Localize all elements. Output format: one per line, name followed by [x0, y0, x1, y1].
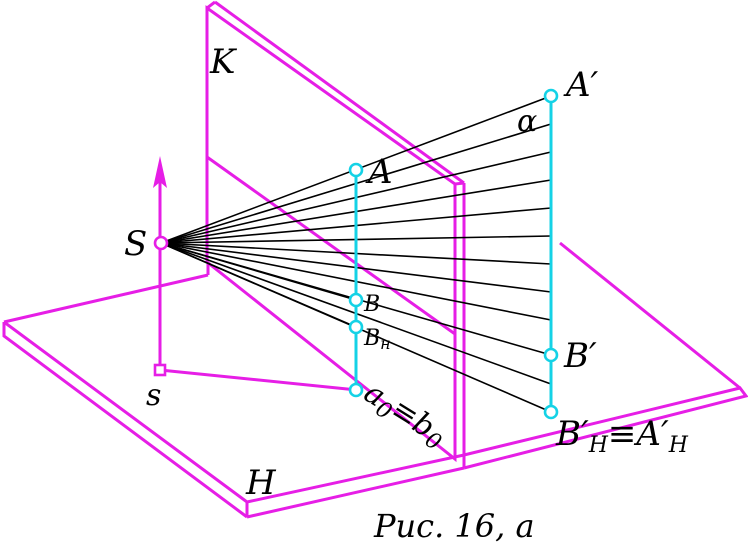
points — [153, 88, 559, 420]
figure-caption: Рис. 16, а — [373, 507, 535, 545]
point-s-upper — [153, 235, 169, 251]
label-b: B — [363, 292, 380, 317]
plane-k — [205, 0, 466, 463]
label-b-prime: B′ — [563, 336, 597, 376]
point-b-prime — [543, 347, 559, 363]
label-h: H — [245, 463, 277, 503]
label-bh-prime-ah-prime: B′H≡A′H — [555, 414, 689, 458]
point-bh — [348, 319, 364, 335]
plane-h — [2, 241, 748, 519]
point-a-prime — [543, 88, 559, 104]
label-a: A — [365, 152, 393, 192]
label-a0-b0: a0≡b0 — [356, 375, 453, 456]
point-bh-prime — [543, 404, 559, 420]
station-line — [153, 156, 358, 392]
arrow-up-icon — [153, 156, 167, 188]
label-k: K — [209, 42, 238, 82]
label-s-lower: s — [146, 378, 161, 413]
labels: K H S s A B Bн a0≡b0 A′ α B′ B′H≡A′H Рис… — [124, 42, 689, 545]
label-s-upper: S — [124, 224, 147, 264]
point-a — [348, 162, 364, 178]
point-s-lower — [153, 363, 167, 377]
label-bh: Bн — [363, 326, 391, 353]
label-alpha: α — [517, 104, 537, 139]
point-b — [348, 292, 364, 308]
point-a0-b0 — [348, 382, 364, 398]
label-a-prime: A′ — [563, 65, 599, 105]
